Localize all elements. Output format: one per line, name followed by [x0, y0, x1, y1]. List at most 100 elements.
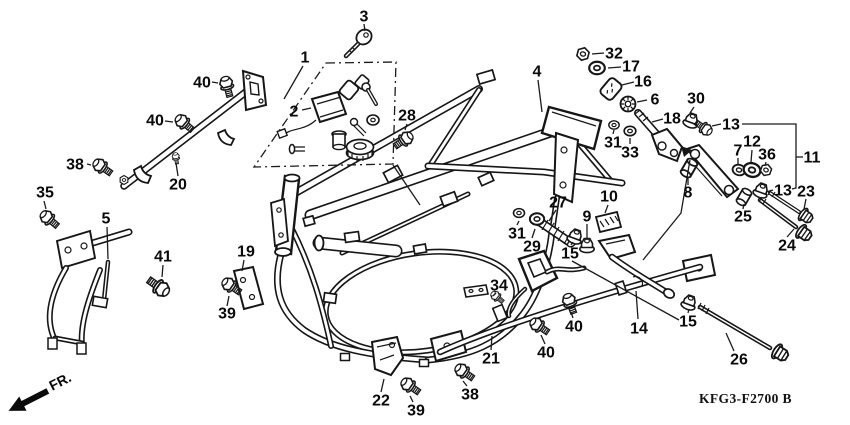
nut-13b — [751, 180, 772, 201]
leader-line-29-30 — [531, 228, 536, 239]
part-label-19: 19 — [237, 244, 255, 261]
leader-line-40-43 — [211, 81, 219, 84]
thumb-screw — [288, 143, 305, 155]
leader-line-40-44 — [164, 120, 174, 123]
part-label-23: 23 — [797, 184, 815, 201]
key — [343, 28, 373, 59]
wire-harness-rail — [120, 69, 268, 190]
part-label-31: 31 — [508, 226, 526, 243]
tube-inner — [546, 267, 585, 273]
part-label-32: 32 — [605, 46, 623, 63]
tube-inner — [48, 266, 68, 342]
tube-inner — [367, 89, 377, 105]
washer-17 — [588, 60, 606, 76]
part-label-41: 41 — [154, 249, 172, 266]
leader-line-36-38 — [764, 161, 767, 167]
leader-line-26-27 — [725, 332, 735, 352]
tube-inner — [103, 261, 109, 301]
part-label-15: 15 — [679, 314, 697, 331]
leader-line-24-25 — [786, 228, 795, 238]
part-label-11: 11 — [804, 150, 821, 167]
fairing-stay-bracket — [46, 228, 133, 355]
part-label-35: 35 — [36, 185, 54, 202]
washer-31b — [512, 207, 526, 219]
nut-9 — [578, 237, 596, 254]
leader-line-40-46 — [570, 311, 574, 319]
part-label-18: 18 — [663, 111, 681, 128]
part-label-40: 40 — [537, 345, 555, 362]
washer-29 — [528, 212, 546, 226]
part-label-14: 14 — [630, 321, 648, 338]
part-label-2: 2 — [290, 104, 299, 121]
tube-inner — [121, 85, 254, 189]
clamp-10 — [594, 210, 623, 234]
spacer-collar — [331, 130, 347, 151]
lock-cover-cap — [345, 138, 375, 161]
part-label-9: 9 — [583, 209, 592, 226]
leader-line-28-29 — [404, 123, 408, 131]
bolt-40d — [559, 290, 581, 317]
washer-6 — [619, 95, 637, 113]
tube-inner — [306, 123, 569, 219]
nut-15b — [679, 292, 700, 313]
leader-line-14-14 — [635, 290, 639, 320]
part-label-20: 20 — [169, 177, 187, 194]
part-label-8: 8 — [684, 185, 693, 202]
leader-line-39-41 — [226, 295, 230, 307]
part-label-7: 7 — [734, 143, 743, 160]
part-label-24: 24 — [778, 238, 796, 255]
leader-line-13-12 — [711, 123, 722, 127]
leader-line-30-31 — [689, 106, 695, 114]
part-label-31: 31 — [604, 135, 622, 152]
leader-line-13-13 — [765, 189, 774, 193]
tube-inner — [699, 306, 771, 349]
part-label-40: 40 — [565, 319, 583, 336]
leader-line-18-19 — [651, 118, 664, 123]
part-label-13: 13 — [774, 183, 792, 200]
part-label-25: 25 — [734, 209, 752, 226]
leader-line-15-15 — [570, 241, 574, 246]
part-label-38: 38 — [66, 157, 84, 174]
leader-line-16-17 — [621, 81, 635, 86]
part-label-39: 39 — [407, 403, 425, 420]
bolt-39b — [397, 374, 424, 399]
washer-31 — [608, 120, 620, 130]
tube-inner — [426, 164, 624, 185]
leader-line-34-36 — [492, 292, 497, 297]
screw-20 — [171, 151, 182, 166]
connector-line-3 — [392, 164, 421, 206]
bolt-38a — [89, 155, 116, 180]
part-label-40: 40 — [146, 113, 164, 130]
part-label-13: 13 — [722, 117, 740, 134]
leader-line-5-4 — [106, 226, 109, 260]
part-label-4: 4 — [533, 64, 542, 81]
cross-pipe-21 — [429, 253, 717, 363]
leader-line-17-18 — [607, 66, 622, 69]
part-label-5: 5 — [102, 211, 111, 228]
leader-line-22-23 — [380, 378, 385, 393]
leader-line-38-40 — [462, 380, 468, 387]
fr-label: FR. — [46, 369, 73, 393]
part-label-33: 33 — [621, 145, 639, 162]
leader-line-12-11 — [750, 149, 753, 163]
part-label-27: 27 — [549, 195, 567, 212]
leader-line-6-5 — [636, 99, 648, 103]
part-label-17: 17 — [622, 59, 640, 76]
ignition-switch-assembly — [276, 28, 380, 161]
steering-stem-stack — [575, 45, 684, 163]
bolt-35 — [36, 206, 63, 232]
tube-inner — [438, 265, 702, 354]
figure-code: KFG3-F2700 B — [699, 391, 792, 406]
leader-line-27-28 — [548, 209, 557, 222]
tube-inner — [294, 86, 482, 195]
engine-hanger-group — [678, 110, 817, 245]
part-label-10: 10 — [600, 189, 618, 206]
connector-line-1 — [642, 159, 691, 261]
leader-line-39-42 — [409, 395, 414, 403]
part-label-39: 39 — [218, 306, 236, 323]
tube-inner — [429, 88, 481, 166]
leader-line-19-20 — [241, 259, 245, 272]
part-label-22: 22 — [372, 393, 390, 410]
